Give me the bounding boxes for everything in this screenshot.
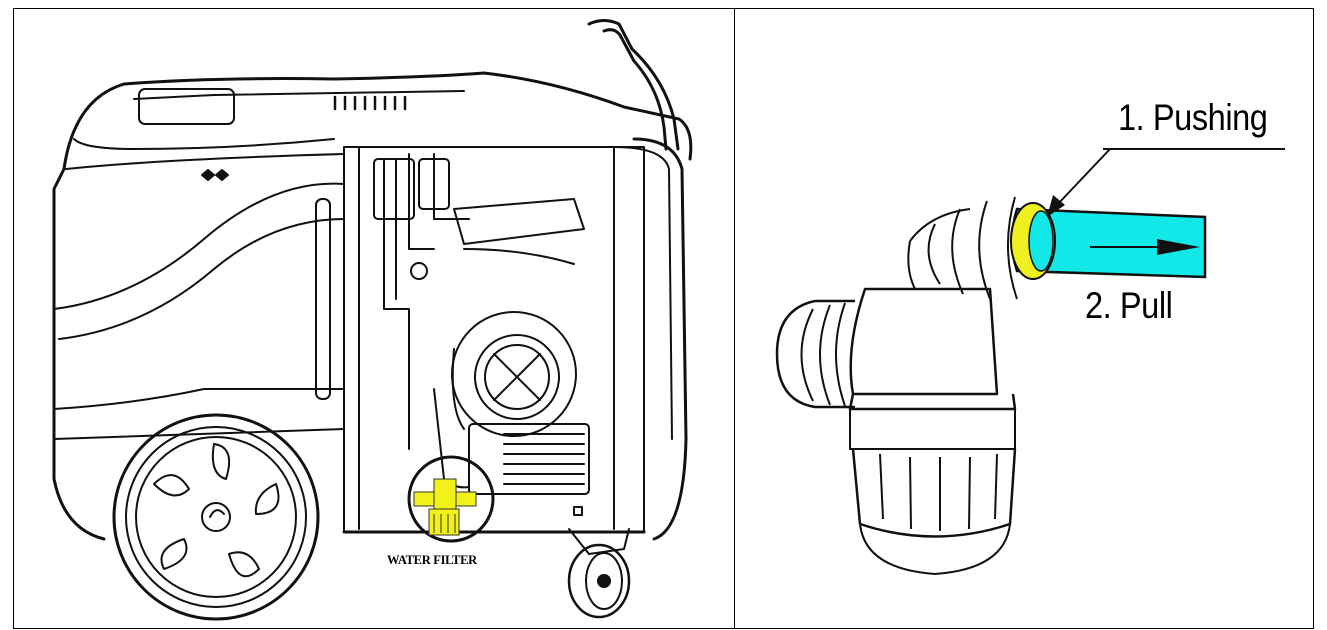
caster-icon	[567, 528, 631, 619]
water-filter-icon	[407, 455, 495, 543]
hose-icon	[1010, 202, 1207, 280]
washer-diagram-panel: WATER FILTER	[13, 8, 735, 629]
connector-detail-panel: 1. Pushing 2. Pull	[734, 8, 1314, 629]
wheel-icon	[112, 413, 320, 621]
step2-pull-label: 2. Pull	[1085, 285, 1173, 326]
pressure-washer-drawing	[52, 19, 693, 621]
quick-connector-icon	[775, 196, 1018, 575]
step1-pushing-label: 1. Pushing	[1118, 97, 1268, 138]
arrow-icon	[1047, 148, 1285, 255]
water-filter-label: WATER FILTER	[387, 553, 477, 567]
